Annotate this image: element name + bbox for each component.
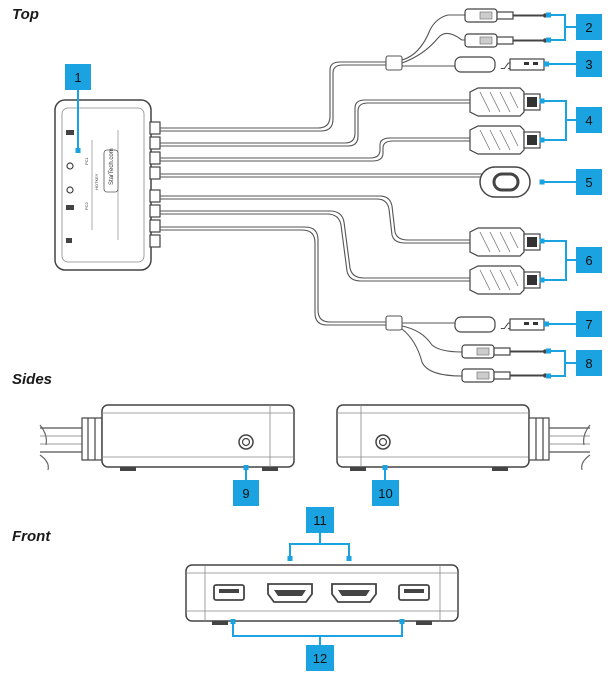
callout-10-label: 10 [378, 486, 392, 501]
callout-1-label: 1 [74, 70, 81, 85]
callout-8-label: 8 [585, 356, 592, 371]
callout-4: 4 [576, 107, 602, 133]
video-plugs-upper [469, 87, 541, 155]
callout-4-label: 4 [585, 113, 592, 128]
hub-body [54, 99, 161, 271]
front-view [185, 564, 459, 625]
side-view-right [336, 404, 591, 471]
upper-cables [160, 14, 490, 178]
callout-7-label: 7 [585, 317, 592, 332]
callout-2: 2 [576, 14, 602, 40]
section-title-front: Front [12, 528, 51, 545]
callout-5: 5 [576, 169, 602, 195]
port-label-pc1: PC1 [84, 156, 89, 165]
side-leader-lines [243, 465, 388, 480]
top-leader-lines [75, 12, 576, 379]
top-view: StarTech.com PC1 PC2 HOTKEY [54, 8, 548, 383]
remote-button [479, 166, 531, 198]
callout-3-label: 3 [585, 57, 592, 72]
callout-11: 11 [306, 507, 334, 533]
callout-3: 3 [576, 51, 602, 77]
callout-6-label: 6 [585, 253, 592, 268]
callout-11-label: 11 [313, 513, 327, 528]
usb-plug-top: ⎇ [454, 56, 545, 73]
hotkey-label: HOTKEY [94, 173, 99, 190]
section-title-top: Top [12, 6, 39, 23]
callout-1: 1 [65, 64, 91, 90]
section-title-sides: Sides [12, 371, 53, 388]
callout-8: 8 [576, 350, 602, 376]
audio-plugs-top [464, 8, 548, 48]
lower-cables [160, 195, 470, 377]
front-leader-lines [230, 533, 405, 645]
video-plugs-lower [469, 227, 541, 295]
callout-2-label: 2 [585, 20, 592, 35]
brand-label: StarTech.com [109, 148, 115, 185]
side-view-left [39, 404, 295, 471]
callout-5-label: 5 [585, 175, 592, 190]
callout-9: 9 [233, 480, 259, 506]
callout-6: 6 [576, 247, 602, 273]
callout-7: 7 [576, 311, 602, 337]
callout-10: 10 [372, 480, 399, 506]
callout-12: 12 [306, 645, 334, 671]
usb-plug-bottom: ⎇ [454, 316, 545, 333]
port-label-pc2: PC2 [84, 201, 89, 210]
audio-plugs-bottom [461, 344, 548, 383]
callout-9-label: 9 [242, 486, 249, 501]
callout-12-label: 12 [313, 651, 327, 666]
